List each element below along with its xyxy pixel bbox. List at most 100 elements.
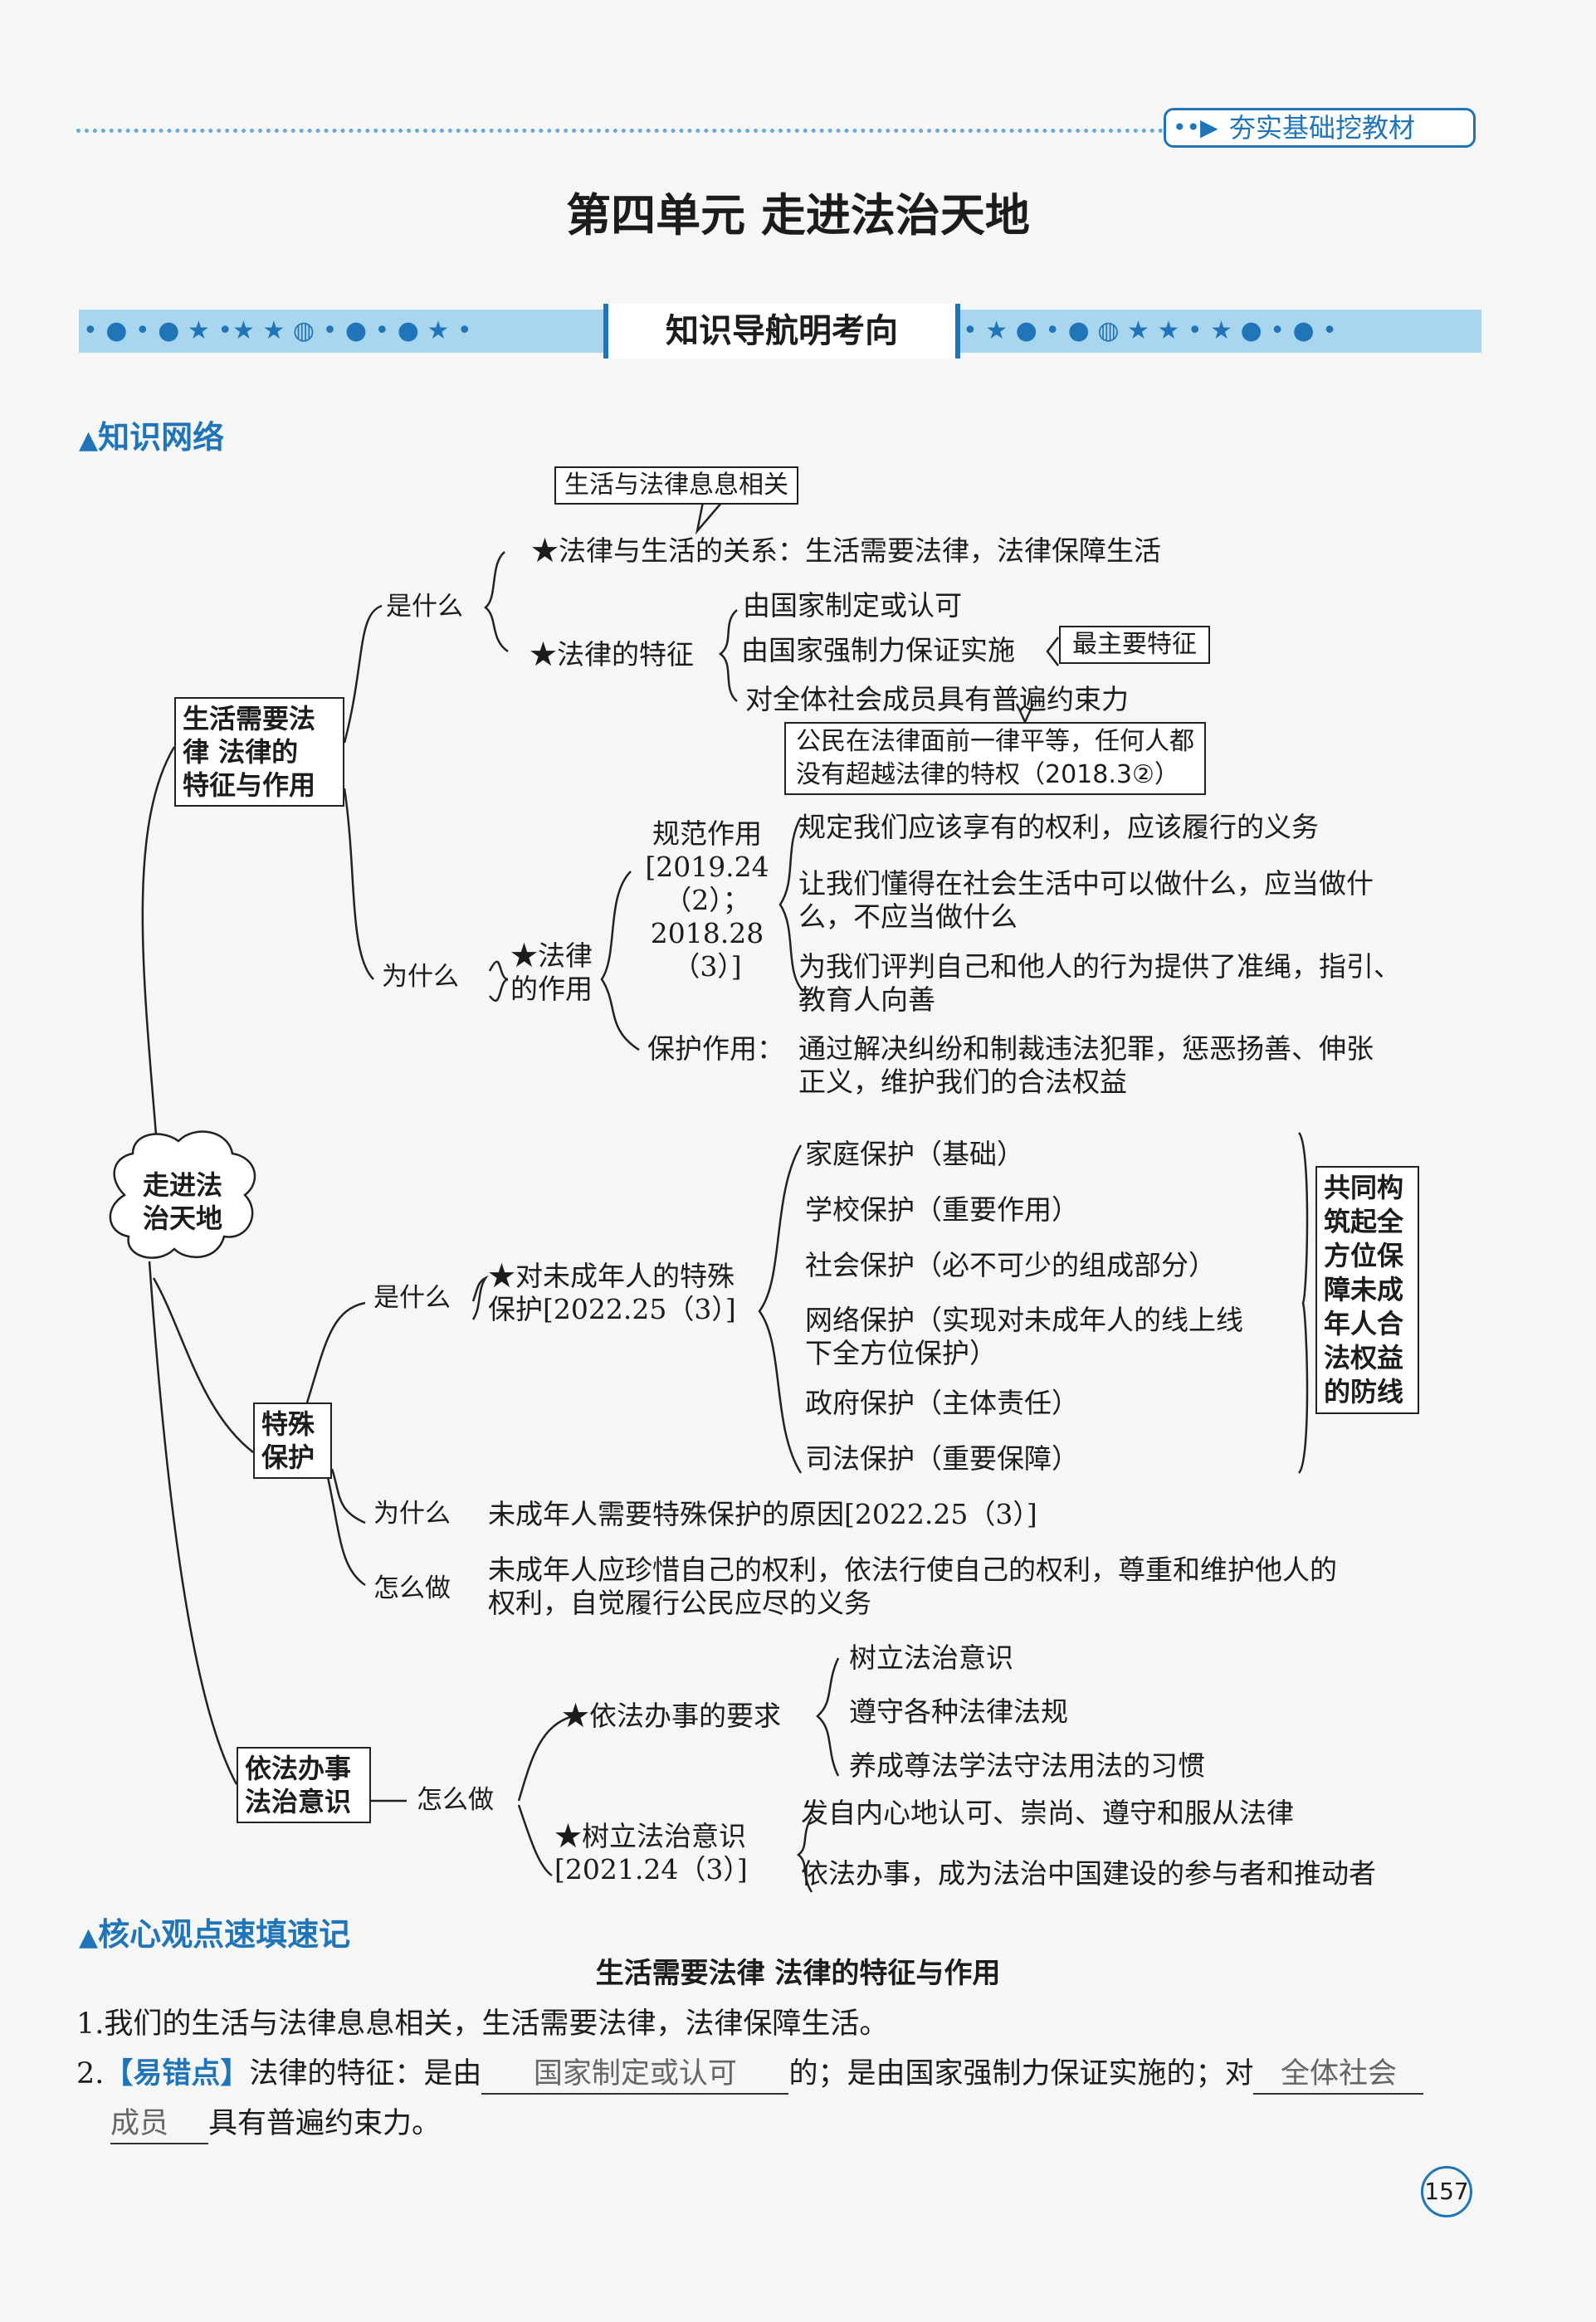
b1-g2b: 么，不应当做什么 (798, 900, 1018, 933)
b1-feature-2-tag: 最主要特征 (1059, 626, 1210, 664)
b2-wei-text: 未成年人需要特殊保护的原因[2022.25（3）] (488, 1498, 1037, 1530)
b1-guifan-1: 规范作用 (652, 817, 762, 850)
branch2-box-line2: 保护 (261, 1441, 315, 1473)
core-p2-blank3: 成员 (110, 2105, 208, 2144)
b2-zen: 怎么做 (373, 1573, 451, 1603)
b3-r2: 遵守各种法律法规 (849, 1695, 1068, 1728)
b2-side-line: 的防线 (1324, 1376, 1404, 1407)
banner-title: 知识导航明考向 (603, 304, 960, 359)
core-p2-blank2-text: 全体社会 (1280, 2057, 1397, 2090)
b3-sl: ★树立法治意识 [2021.24（3）] (554, 1820, 748, 1886)
b1-baohu-1: 通过解决纠纷和制裁违法犯罪，惩恶扬善、伸张 (798, 1032, 1374, 1065)
b1-feature-2: 由国家强制力保证实施 (741, 634, 1015, 666)
b1-g3: 为我们评判自己和他人的行为提供了准绳，指引、 教育人向善 (798, 950, 1401, 1017)
b2-zen-2: 权利，自觉履行公民应尽的义务 (488, 1587, 871, 1619)
root-line2: 治天地 (143, 1202, 223, 1234)
mindmap-root: 走进法 治天地 (143, 1168, 222, 1235)
banner-title-text: 知识导航明考向 (666, 312, 898, 350)
core-p2-tag: 【易错点】 (104, 2057, 250, 2090)
b1-guifan-4: 2018.28 (650, 917, 764, 949)
b2-side-line: 法权益 (1324, 1342, 1404, 1373)
b2-items: 家庭保护（基础） 学校保护（重要作用） 社会保护（必不可少的组成部分） 网络保护… (805, 1126, 1243, 1486)
core-p2: 2.【易错点】法律的特征：是由国家制定或认可的；是由国家强制力保证实施的；对全体… (76, 2055, 1424, 2095)
branch3-box-line2: 法治意识 (245, 1786, 352, 1817)
b3-s2: 依法办事，成为法治中国建设的参与者和推动者 (801, 1857, 1376, 1890)
b2-node-2: 保护[2022.25（3）] (488, 1293, 736, 1325)
section-heading-core-label: 核心观点速填速记 (98, 1915, 351, 1953)
branch3-box-line1: 依法办事 (245, 1753, 352, 1784)
unit-title: 第四单元 走进法治天地 (566, 189, 1030, 241)
b1-guifan: 规范作用 [2019.24 （2）； 2018.28 （3）] (645, 817, 769, 983)
section-heading-core: ▲核心观点速填速记 (79, 1909, 350, 1954)
b3-s1: 发自内心地认可、崇尚、遵守和服从法律 (801, 1797, 1294, 1829)
branch1-box: 生活需要法 律 法律的 特征与作用 (174, 697, 344, 807)
core-p2-blank1: 国家制定或认可 (481, 2055, 789, 2095)
b1-feature-1: 由国家制定或认可 (743, 589, 962, 622)
b1-feature-3: 对全体社会成员具有普遍约束力 (745, 683, 1129, 715)
b2-item-network: 网络保护（实现对未成年人的线上线 下全方位保护） (805, 1293, 1243, 1375)
b1-baohu-2: 正义，维护我们的合法权益 (798, 1066, 1127, 1098)
root-cloud (109, 1130, 256, 1259)
b2-item: 司法保护（重要保障） (805, 1442, 1079, 1475)
root-line1: 走进法 (143, 1169, 223, 1201)
b1-role-line1: ★法律 (510, 939, 593, 972)
b2-item: 下全方位保护） (805, 1337, 997, 1369)
b1-role: ★法律 的作用 (510, 939, 593, 1006)
header-tag: ••▶ 夯实基础挖教材 (1164, 108, 1476, 148)
b1-baohu-label: 保护作用： (647, 1032, 784, 1065)
b1-shi: 是什么 (386, 592, 463, 622)
branch1-box-line2: 律 法律的 (183, 736, 299, 768)
b1-baohu: 通过解决纠纷和制裁违法犯罪，惩恶扬善、伸张 正义，维护我们的合法权益 (798, 1032, 1374, 1099)
b1-g2a: 让我们懂得在社会生活中可以做什么，应当做什 (798, 867, 1374, 900)
b2-item: 社会保护（必不可少的组成部分） (805, 1249, 1216, 1281)
core-p2-c: 具有普遍约束力。 (208, 2107, 442, 2140)
b1-relation: ★法律与生活的关系：生活需要法律，法律保障生活 (531, 534, 1161, 567)
b2-item: 政府保护（主体责任） (805, 1387, 1079, 1419)
b3-zen: 怎么做 (417, 1785, 494, 1815)
core-p1: 1.我们的生活与法律息息相关，生活需要法律，法律保障生活。 (76, 2007, 889, 2041)
header-tag-label: 夯实基础挖教材 (1229, 112, 1416, 144)
b2-wei: 为什么 (373, 1499, 451, 1529)
b2-item: 网络保护（实现对未成年人的线上线 (805, 1304, 1243, 1336)
core-p2-num: 2. (76, 2057, 105, 2090)
b2-zen-1: 未成年人应珍惜自己的权利，依法行使自己的权利，尊重和维护他人的 (488, 1554, 1337, 1586)
core-p2-blank3-text: 成员 (110, 2107, 169, 2140)
b1-guifan-3: （2）； (664, 884, 750, 916)
b1-g3a: 为我们评判自己和他人的行为提供了准绳，指引、 (798, 950, 1401, 983)
triangle-icon: ▲ (79, 1923, 99, 1952)
b1-note-line1: 公民在法律面前一律平等，任何人都 (796, 727, 1194, 756)
b2-node-1: ★对未成年人的特殊 (488, 1260, 735, 1292)
core-p2-blank2: 全体社会 (1253, 2055, 1424, 2095)
b1-g3b: 教育人向善 (798, 983, 935, 1016)
b2-item: 家庭保护（基础） (805, 1138, 1024, 1170)
b3-sl-2: [2021.24（3）] (554, 1853, 748, 1885)
branch1-box-line3: 特征与作用 (183, 769, 316, 801)
branch1-box-line1: 生活需要法 (183, 703, 316, 734)
b2-node: ★对未成年人的特殊 保护[2022.25（3）] (488, 1260, 736, 1326)
b1-feature: ★法律的特征 (530, 638, 694, 671)
b1-guifan-2: [2019.24 (645, 851, 769, 883)
b2-item: 学校保护（重要作用） (805, 1193, 1079, 1226)
core-p2-b: 的；是由国家强制力保证实施的；对 (788, 2057, 1254, 2090)
b3-r3: 养成尊法学法守法用法的习惯 (849, 1749, 1205, 1782)
banner-decoration-right: • ★ ● • ● ◍ ★ ★ • ★ ● • ● • (963, 316, 1337, 345)
page-number: 157 (1421, 2166, 1472, 2217)
b2-shi: 是什么 (373, 1283, 451, 1313)
dots-arrow-icon: ••▶ (1173, 114, 1218, 141)
page-number-text: 157 (1424, 2178, 1469, 2205)
triangle-icon: ▲ (79, 426, 99, 455)
banner-decoration-left: • ● • ● ★ •★ ★ ◍ • ● • ● ★ • (83, 316, 472, 345)
b3-r1: 树立法治意识 (849, 1641, 1013, 1674)
b3-req: ★依法办事的要求 (562, 1700, 781, 1732)
section-heading-network-label: 知识网络 (98, 418, 225, 456)
b2-side-line: 年人合 (1324, 1308, 1404, 1339)
b2-side-box: 共同构 筑起全 方位保 障未成 年人合 法权益 的防线 (1315, 1166, 1419, 1414)
b1-guifan-5: （3）] (672, 950, 742, 983)
b1-note-line2: 没有超越法律的特权（2018.3②） (796, 760, 1179, 789)
core-subtitle: 生活需要法律 法律的特征与作用 (595, 1957, 1001, 1990)
core-p2-cont: 成员 具有普遍约束力。 (110, 2105, 441, 2144)
b1-callout-top: 生活与法律息息相关 (554, 466, 798, 505)
b1-feature-3-note: 公民在法律面前一律平等，任何人都 没有超越法律的特权（2018.3②） (784, 722, 1206, 795)
core-p2-a: 法律的特征：是由 (249, 2057, 482, 2090)
